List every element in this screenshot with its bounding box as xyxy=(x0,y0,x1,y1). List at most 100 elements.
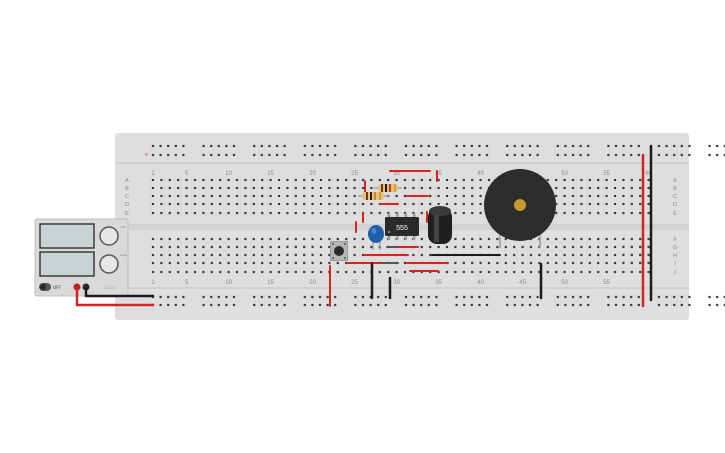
breadboard-hole[interactable] xyxy=(328,253,331,257)
rail-hole[interactable] xyxy=(455,144,458,148)
breadboard-hole[interactable] xyxy=(303,261,306,265)
ic-555-chip[interactable]: 555 xyxy=(385,213,419,240)
breadboard-hole[interactable] xyxy=(168,237,171,241)
rail-hole[interactable] xyxy=(318,303,322,307)
rail-hole[interactable] xyxy=(708,153,711,157)
rail-hole[interactable] xyxy=(303,295,306,299)
breadboard-hole[interactable] xyxy=(193,253,197,257)
breadboard-hole[interactable] xyxy=(479,270,482,274)
breadboard-hole[interactable] xyxy=(261,202,264,206)
breadboard-hole[interactable] xyxy=(261,186,264,190)
breadboard-hole[interactable] xyxy=(588,194,591,198)
rail-hole[interactable] xyxy=(361,144,365,148)
breadboard-hole[interactable] xyxy=(588,178,591,182)
rail-hole[interactable] xyxy=(435,303,438,307)
rail-hole[interactable] xyxy=(384,303,387,307)
breadboard-hole[interactable] xyxy=(294,270,297,274)
breadboard-hole[interactable] xyxy=(235,245,239,249)
breadboard-hole[interactable] xyxy=(420,211,423,215)
breadboard-hole[interactable] xyxy=(630,186,633,190)
breadboard-hole[interactable] xyxy=(571,237,575,241)
breadboard-hole[interactable] xyxy=(210,194,213,198)
breadboard-hole[interactable] xyxy=(420,178,423,182)
rail-hole[interactable] xyxy=(354,153,357,157)
breadboard-hole[interactable] xyxy=(521,261,524,265)
rail-hole[interactable] xyxy=(174,295,177,299)
breadboard-hole[interactable] xyxy=(555,178,558,182)
breadboard-hole[interactable] xyxy=(319,202,323,206)
wire-supply-positive[interactable] xyxy=(75,287,154,307)
breadboard-hole[interactable] xyxy=(235,237,239,241)
rail-hole[interactable] xyxy=(151,144,155,148)
breadboard-hole[interactable] xyxy=(219,186,222,190)
breadboard-hole[interactable] xyxy=(345,237,348,241)
rail-hole[interactable] xyxy=(217,295,220,299)
breadboard-hole[interactable] xyxy=(160,270,163,274)
rail-hole[interactable] xyxy=(665,295,668,299)
rail-hole[interactable] xyxy=(455,153,458,157)
breadboard-hole[interactable] xyxy=(639,211,642,215)
breadboard-hole[interactable] xyxy=(269,194,272,198)
breadboard-hole[interactable] xyxy=(193,245,197,249)
breadboard-hole[interactable] xyxy=(227,194,230,198)
rail-hole[interactable] xyxy=(303,153,306,157)
rail-hole[interactable] xyxy=(657,153,661,157)
breadboard-hole[interactable] xyxy=(286,211,289,215)
breadboard-hole[interactable] xyxy=(563,202,566,206)
breadboard-hole[interactable] xyxy=(429,245,432,249)
breadboard-hole[interactable] xyxy=(504,253,507,257)
breadboard-hole[interactable] xyxy=(613,211,617,215)
breadboard-hole[interactable] xyxy=(420,202,423,206)
rail-hole[interactable] xyxy=(579,295,582,299)
breadboard-hole[interactable] xyxy=(210,211,213,215)
rail-hole[interactable] xyxy=(528,303,532,307)
breadboard-hole[interactable] xyxy=(521,270,524,274)
rail-hole[interactable] xyxy=(607,295,610,299)
rail-hole[interactable] xyxy=(260,153,263,157)
breadboard-hole[interactable] xyxy=(227,270,230,274)
breadboard-hole[interactable] xyxy=(496,261,499,265)
breadboard-hole[interactable] xyxy=(303,202,306,206)
breadboard-hole[interactable] xyxy=(588,253,591,257)
breadboard-hole[interactable] xyxy=(277,211,281,215)
breadboard-hole[interactable] xyxy=(563,186,566,190)
breadboard-hole[interactable] xyxy=(151,186,155,190)
breadboard-hole[interactable] xyxy=(328,245,331,249)
breadboard-hole[interactable] xyxy=(294,245,297,249)
breadboard-hole[interactable] xyxy=(244,245,247,249)
breadboard-hole[interactable] xyxy=(605,245,608,249)
rail-hole[interactable] xyxy=(159,144,162,148)
breadboard-hole[interactable] xyxy=(613,245,617,249)
breadboard-hole[interactable] xyxy=(202,270,205,274)
rail-hole[interactable] xyxy=(723,303,725,307)
rail-hole[interactable] xyxy=(716,303,719,307)
rail-hole[interactable] xyxy=(513,153,516,157)
breadboard-hole[interactable] xyxy=(471,186,474,190)
breadboard-hole[interactable] xyxy=(269,211,272,215)
breadboard-hole[interactable] xyxy=(471,245,474,249)
rail-hole[interactable] xyxy=(435,153,438,157)
rail-hole[interactable] xyxy=(521,303,524,307)
breadboard-hole[interactable] xyxy=(168,202,171,206)
breadboard-hole[interactable] xyxy=(286,237,289,241)
breadboard-hole[interactable] xyxy=(286,194,289,198)
rail-hole[interactable] xyxy=(210,303,213,307)
rail-hole[interactable] xyxy=(225,153,228,157)
rail-hole[interactable] xyxy=(369,303,372,307)
breadboard-hole[interactable] xyxy=(185,237,188,241)
breadboard-hole[interactable] xyxy=(345,194,348,198)
breadboard-hole[interactable] xyxy=(244,270,247,274)
rail-hole[interactable] xyxy=(412,303,415,307)
breadboard-hole[interactable] xyxy=(622,261,625,265)
breadboard-hole[interactable] xyxy=(412,202,415,206)
breadboard-hole[interactable] xyxy=(420,237,423,241)
rail-hole[interactable] xyxy=(283,153,286,157)
breadboard-hole[interactable] xyxy=(471,261,474,265)
rail-hole[interactable] xyxy=(688,295,691,299)
rail-hole[interactable] xyxy=(657,303,661,307)
rail-hole[interactable] xyxy=(318,144,322,148)
breadboard-hole[interactable] xyxy=(555,202,558,206)
breadboard-hole[interactable] xyxy=(261,178,264,182)
breadboard-hole[interactable] xyxy=(353,245,356,249)
